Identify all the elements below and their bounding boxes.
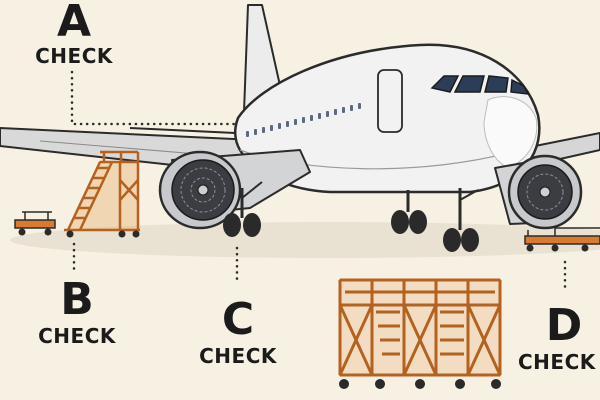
leader-line-a bbox=[70, 70, 237, 126]
label-b-letter: B bbox=[60, 274, 94, 325]
leader-lines bbox=[70, 70, 567, 294]
label-d-word: CHECK bbox=[518, 350, 596, 372]
maintenance-stairs bbox=[64, 150, 140, 232]
label-d-check: D CHECK bbox=[512, 304, 600, 372]
nose-landing-gear bbox=[443, 188, 479, 252]
label-c-letter: C bbox=[221, 294, 255, 345]
ground-cart-right bbox=[524, 227, 600, 252]
maintenance-platform bbox=[338, 278, 502, 377]
label-c-check: C CHECK bbox=[182, 294, 294, 368]
label-b-word: CHECK bbox=[38, 324, 116, 348]
ground-cart-left bbox=[14, 211, 56, 236]
right-engine bbox=[494, 154, 583, 230]
label-a-word: CHECK bbox=[35, 44, 113, 68]
label-d-letter: D bbox=[545, 304, 583, 351]
label-b-check: B CHECK bbox=[22, 274, 132, 348]
label-a-letter: A bbox=[56, 0, 92, 47]
platform-wheels bbox=[339, 379, 501, 389]
left-engine bbox=[158, 149, 311, 230]
label-c-word: CHECK bbox=[199, 344, 277, 368]
cockpit-windows bbox=[430, 75, 530, 95]
stairs-wheels bbox=[66, 230, 140, 238]
main-landing-gear bbox=[223, 181, 427, 237]
label-a-check: A CHECK bbox=[22, 0, 126, 66]
